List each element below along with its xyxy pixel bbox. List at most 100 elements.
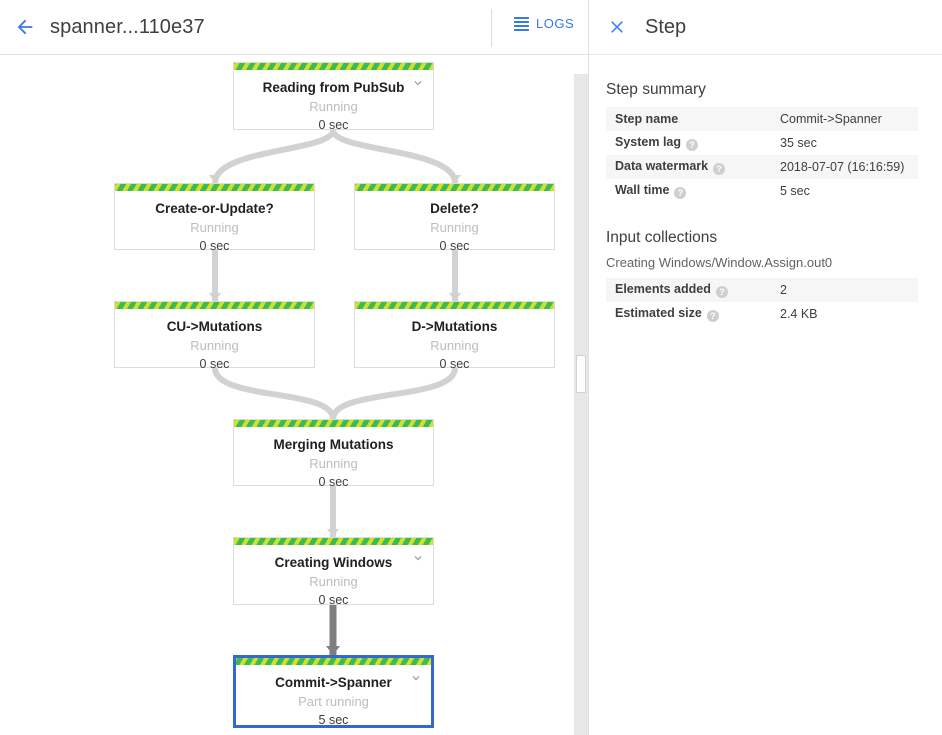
node-status: Running xyxy=(309,456,358,471)
table-row: Data watermark? 2018-07-07 (16:16:59) xyxy=(606,155,918,179)
node-elapsed-time: 0 sec xyxy=(318,593,349,607)
node-status-bar xyxy=(355,302,554,309)
help-icon[interactable]: ? xyxy=(674,187,687,199)
node-title: Merging Mutations xyxy=(273,437,394,452)
row-value: 2.4 KB xyxy=(780,307,818,321)
table-row: Elements added? 2 xyxy=(606,278,918,302)
node-status-bar xyxy=(234,420,433,427)
node-elapsed-time: 0 sec xyxy=(439,357,470,371)
logs-button[interactable]: LOGS xyxy=(510,13,578,34)
row-value: 2 xyxy=(780,283,787,297)
input-collection-name: Creating Windows/Window.Assign.out0 xyxy=(606,255,833,270)
chevron-down-icon[interactable] xyxy=(409,671,423,685)
node-status-bar xyxy=(355,184,554,191)
row-value: 5 sec xyxy=(780,184,810,198)
node-status: Running xyxy=(430,338,479,353)
node-elapsed-time: 0 sec xyxy=(199,239,230,253)
row-key-label: System lag xyxy=(615,135,682,149)
node-status-bar xyxy=(115,302,314,309)
job-header: spanner...110e37 LOGS xyxy=(0,0,588,55)
row-value: 2018-07-07 (16:16:59) xyxy=(780,160,905,174)
node-status: Running xyxy=(190,338,239,353)
row-value: 35 sec xyxy=(780,136,817,150)
back-arrow-icon[interactable] xyxy=(0,0,50,55)
row-key-label: Step name xyxy=(615,112,679,126)
node-status: Running xyxy=(309,574,358,589)
chevron-down-icon[interactable] xyxy=(411,551,425,565)
node-status: Running xyxy=(309,99,358,114)
chevron-down-icon[interactable] xyxy=(411,76,425,90)
node-status-bar xyxy=(115,184,314,191)
step-summary-heading: Step summary xyxy=(606,81,706,98)
node-title: Delete? xyxy=(430,201,479,216)
node-title: Reading from PubSub xyxy=(262,80,405,95)
step-detail-pane: Step Step summary Step name Commit->Spann… xyxy=(589,0,942,735)
row-key-label: Elements added xyxy=(615,282,711,296)
node-status-bar xyxy=(234,538,433,545)
table-row: Wall time? 5 sec xyxy=(606,179,918,203)
node-elapsed-time: 5 sec xyxy=(318,713,349,727)
input-collections-heading: Input collections xyxy=(606,229,718,246)
header-divider xyxy=(491,9,492,47)
graph-vertical-scrollbar[interactable] xyxy=(574,74,588,735)
help-icon[interactable]: ? xyxy=(686,139,699,151)
row-key: Elements added? xyxy=(606,278,771,302)
node-title: Creating Windows xyxy=(274,555,393,570)
page-title: spanner...110e37 xyxy=(50,15,205,38)
row-key: System lag? xyxy=(606,131,771,155)
node-title: CU->Mutations xyxy=(166,319,263,334)
node-status-bar xyxy=(234,63,433,70)
node-elapsed-time: 0 sec xyxy=(318,118,349,132)
help-icon[interactable]: ? xyxy=(706,310,719,322)
row-key: Wall time? xyxy=(606,179,771,203)
node-elapsed-time: 0 sec xyxy=(439,239,470,253)
row-key: Data watermark? xyxy=(606,155,771,179)
row-key-label: Data watermark xyxy=(615,159,709,173)
row-key-label: Wall time xyxy=(615,183,670,197)
graph-node-delete[interactable]: Delete? Running 0 sec xyxy=(354,183,555,253)
node-status: Part running xyxy=(298,694,369,709)
table-row: Step name Commit->Spanner xyxy=(606,107,918,131)
row-key-label: Estimated size xyxy=(615,306,702,320)
node-status: Running xyxy=(430,220,479,235)
help-icon[interactable]: ? xyxy=(715,286,728,298)
node-body: Delete? Running 0 sec xyxy=(355,191,554,262)
row-key: Estimated size? xyxy=(606,302,771,326)
close-icon[interactable] xyxy=(589,0,645,55)
graph-edges xyxy=(209,122,461,655)
step-panel-title: Step xyxy=(645,15,687,38)
job-graph-pane: spanner...110e37 LOGS xyxy=(0,0,589,735)
step-panel-header: Step xyxy=(589,0,942,55)
table-row: Estimated size? 2.4 KB xyxy=(606,302,918,326)
logs-button-label: LOGS xyxy=(536,16,575,31)
table-row: System lag? 35 sec xyxy=(606,131,918,155)
node-title: D->Mutations xyxy=(411,319,498,334)
node-status: Running xyxy=(190,220,239,235)
row-key: Step name xyxy=(606,107,771,131)
graph-scrollbar-thumb[interactable] xyxy=(576,355,586,393)
node-title: Commit->Spanner xyxy=(275,675,392,690)
row-value: Commit->Spanner xyxy=(780,112,882,126)
node-elapsed-time: 0 sec xyxy=(318,475,349,489)
help-icon[interactable]: ? xyxy=(713,163,726,175)
list-icon xyxy=(514,16,529,31)
